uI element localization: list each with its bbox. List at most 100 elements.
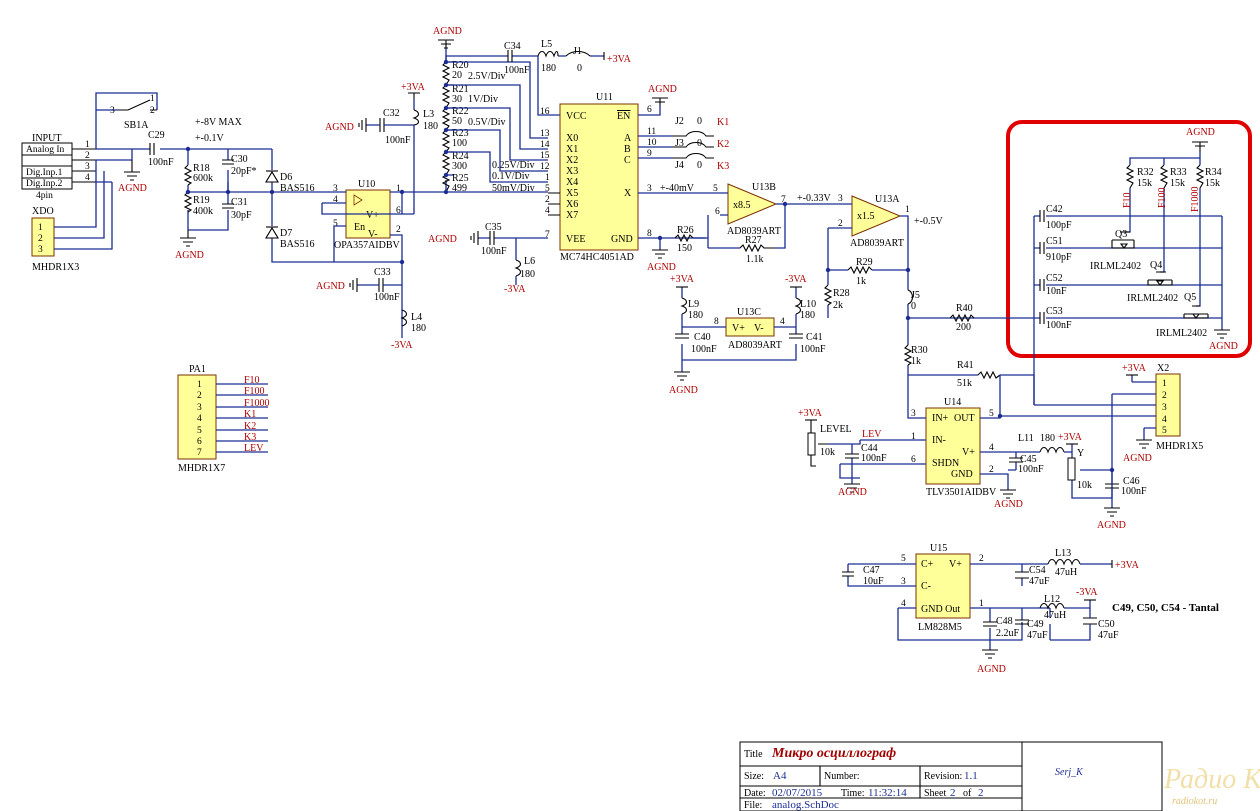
l6-value: 180 (520, 269, 535, 280)
q4-value: IRLML2402 (1127, 293, 1178, 304)
annot-033v: +-0.33V (797, 193, 831, 204)
pa1-net-k3: K3 (244, 432, 256, 443)
r18-resistor: R18 600k (183, 163, 213, 186)
d6-value: BAS516 (280, 183, 314, 194)
r24-div: 0.1V/Div (492, 171, 530, 182)
sb1a-pin-3: 3 (110, 106, 115, 116)
c30-capacitor: C30 20pF* (222, 154, 257, 177)
d7-ref: D7 (280, 228, 292, 239)
u11-c: C (624, 155, 631, 166)
u14-comparator: U14 IN+ OUT IN- V+ SHDN GND 3 5 1 4 6 2 … (911, 397, 997, 498)
q3-ref: Q3 (1115, 229, 1127, 240)
l4-inductor: L4 180 (400, 309, 426, 334)
x2-pin-1: 1 (1162, 379, 1167, 389)
sb1a-switch: 3 1 2 SB1A (95, 92, 158, 149)
agnd-label-12: AGND (1123, 453, 1152, 464)
c53-value: 100nF (1046, 320, 1072, 331)
pa1-ref: PA1 (189, 364, 206, 375)
u13a-pin-3: 3 (838, 194, 843, 204)
c51-ref: C51 (1046, 236, 1063, 247)
c50-ref: C50 (1098, 619, 1115, 630)
u13a-amplifier: U13A x1.5 3 2 1 AD8039ART (838, 194, 910, 249)
u13b-value: AD8039ART (727, 226, 781, 237)
c47-capacitor: C47 10uF (842, 565, 884, 587)
input-pin-3: 3 (85, 162, 90, 172)
c35-value: 100nF (481, 246, 507, 257)
p3va-symbol-5: +3VA (798, 408, 823, 421)
x2-pin-4: 4 (1162, 415, 1167, 425)
r19-value: 400k (193, 206, 213, 217)
r20-value: 20 (452, 70, 462, 81)
u11-x5: X5 (566, 188, 578, 199)
l13-value: 47uH (1055, 567, 1077, 578)
c52-ref: C52 (1046, 273, 1063, 284)
l12-ref: L12 (1044, 594, 1060, 605)
tb-revision: 1.1 (964, 770, 978, 782)
u11-b: B (624, 144, 631, 155)
u13b-gain: x8.5 (733, 200, 751, 211)
agnd-label-5: AGND (433, 26, 462, 37)
j4-value: 0 (697, 160, 702, 171)
c44-value: 100nF (861, 453, 887, 464)
c45-ref: C45 (1020, 454, 1037, 465)
l12-value: 47uH (1044, 610, 1066, 621)
net-lev: LEV (862, 429, 882, 440)
u11-gnd: GND (611, 234, 633, 245)
u11-ref: U11 (596, 92, 613, 103)
r30-resistor: R30 1k (903, 344, 928, 367)
u10-opamp: U10 V+ En V- 3 4 5 1 6 2 OPA357AIDBV (333, 179, 401, 251)
l13-inductor: L13 47uH (1047, 548, 1081, 578)
net-f1000: F1000 (1190, 186, 1201, 212)
j3-value: 0 (697, 138, 702, 149)
u11-pin-8: 8 (647, 229, 652, 239)
c51-value: 910pF (1046, 252, 1072, 263)
watermark-site: radiokot.ru (1172, 796, 1217, 807)
l3-ref: L3 (423, 109, 434, 120)
pa1-connector: PA1 1 2 3 4 5 6 7 F10 F100 F1000 K1 K2 K… (177, 364, 270, 474)
l13-ref: L13 (1055, 548, 1071, 559)
u10-ref: U10 (358, 179, 375, 190)
r18-value: 600k (193, 173, 213, 184)
c40-value: 100nF (691, 344, 717, 355)
agnd-symbol-12: AGND (1123, 439, 1152, 464)
r40-resistor: R40 200 (949, 303, 975, 333)
r30-ref: R30 (911, 345, 928, 356)
tb-size: A4 (773, 770, 787, 782)
net-f10: F10 (1122, 192, 1133, 208)
c29-capacitor: C29 100nF (148, 130, 174, 168)
tb-revision-label: Revision: (924, 771, 962, 782)
input-pin-2: 2 (85, 151, 90, 161)
c50-value: 47uF (1098, 630, 1119, 641)
u14-inm: IN- (932, 435, 946, 446)
tb-title: Микро осциллограф (771, 746, 896, 761)
u14-gnd: GND (951, 469, 973, 480)
input-row-dig2: Dig.Inp.2 (26, 179, 63, 189)
level-value: 10k (820, 447, 835, 458)
u11-vcc: VCC (566, 111, 587, 122)
agnd-label-16: AGND (977, 664, 1006, 675)
j1-value: 0 (577, 63, 582, 74)
r21-value: 30 (452, 94, 462, 105)
r25-ref: R25 (452, 173, 469, 184)
xdo-connector: XDO 1 2 3 MHDR1X3 (31, 160, 113, 273)
annot-8v-max: +-8V MAX (195, 117, 243, 128)
u14-vplus: V+ (962, 447, 975, 458)
j1-jumper: J1 0 (565, 46, 591, 74)
pa1-net-k2: K2 (244, 421, 256, 432)
d6-ref: D6 (280, 172, 292, 183)
r32-ref: R32 (1137, 167, 1154, 178)
c54-ref: C54 (1029, 565, 1046, 576)
annot-0-1v: +-0.1V (195, 133, 224, 144)
u15-gndout: GND Out (921, 604, 960, 615)
u11-pin-5: 5 (545, 184, 550, 194)
input-connector: INPUT Analog In Dig.Inp.1 Dig.Inp.2 4pin… (21, 133, 96, 201)
xdo-pin-1: 1 (38, 223, 43, 233)
c33-ref: C33 (374, 267, 391, 278)
u11-x1: X1 (566, 144, 578, 155)
sb1a-ref: SB1A (124, 120, 149, 131)
r18-ref: R18 (193, 163, 210, 174)
agnd-label-1: AGND (118, 183, 147, 194)
tantal-note: C49, C50, C54 - Tantal (1112, 602, 1219, 614)
r21-ref: R21 (452, 84, 469, 95)
r29-resistor: R29 1k (847, 257, 873, 287)
